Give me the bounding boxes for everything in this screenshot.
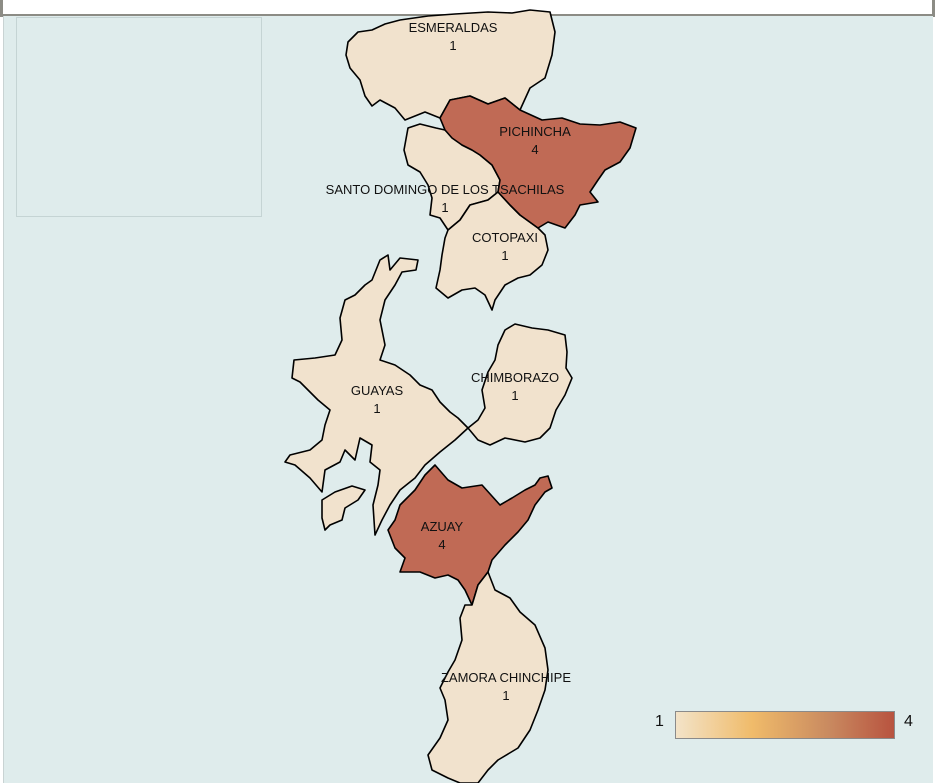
legend-color-scale bbox=[675, 711, 895, 739]
label-guayas-value: 1 bbox=[373, 401, 380, 416]
label-azuay-value: 4 bbox=[438, 537, 445, 552]
label-guayas-name: GUAYAS bbox=[351, 383, 404, 398]
legend-min-label: 1 bbox=[655, 713, 664, 730]
inset-box bbox=[16, 17, 262, 217]
label-zamora-chinchipe-name: ZAMORA CHINCHIPE bbox=[441, 670, 571, 685]
label-chimborazo-value: 1 bbox=[511, 388, 518, 403]
label-cotopaxi-name: COTOPAXI bbox=[472, 230, 538, 245]
label-pichincha-name: PICHINCHA bbox=[499, 124, 571, 139]
label-santo-domingo-name: SANTO DOMINGO DE LOS TSACHILAS bbox=[326, 182, 565, 197]
province-zamora-chinchipe[interactable] bbox=[427, 571, 549, 783]
province-pichincha[interactable] bbox=[439, 95, 637, 229]
label-azuay-name: AZUAY bbox=[421, 519, 464, 534]
legend-max-label: 4 bbox=[904, 713, 913, 730]
label-santo-domingo-value: 1 bbox=[441, 200, 448, 215]
province-guayas[interactable] bbox=[284, 254, 469, 536]
label-esmeraldas-value: 1 bbox=[449, 38, 456, 53]
province-guayas-island[interactable] bbox=[321, 485, 366, 531]
province-azuay[interactable] bbox=[387, 464, 553, 606]
label-zamora-chinchipe-value: 1 bbox=[502, 688, 509, 703]
label-chimborazo-name: CHIMBORAZO bbox=[471, 370, 559, 385]
label-esmeraldas-name: ESMERALDAS bbox=[409, 20, 498, 35]
label-pichincha-value: 4 bbox=[531, 142, 538, 157]
label-cotopaxi-value: 1 bbox=[501, 248, 508, 263]
province-chimborazo[interactable] bbox=[467, 323, 573, 446]
